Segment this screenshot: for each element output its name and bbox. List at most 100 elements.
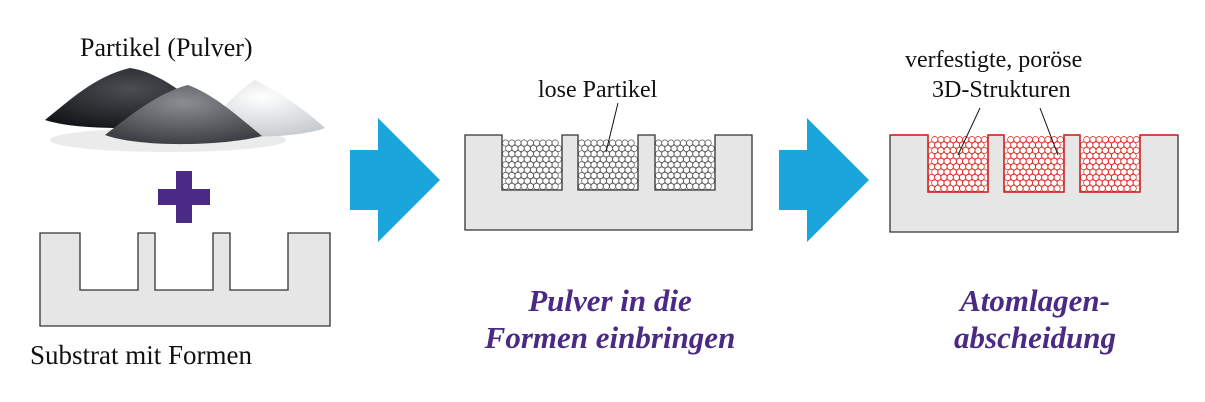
particle	[1126, 136, 1134, 144]
particle	[624, 177, 632, 185]
particle	[545, 139, 553, 147]
particle	[1129, 163, 1137, 171]
right-arrow-icon	[779, 118, 869, 242]
particle	[1101, 179, 1109, 187]
particle	[658, 177, 666, 185]
particle	[624, 155, 632, 163]
particle	[526, 139, 534, 147]
particle	[554, 144, 562, 152]
particle	[683, 177, 690, 185]
particle	[1101, 157, 1109, 165]
particle	[1120, 157, 1128, 165]
particle	[618, 177, 626, 185]
particle	[977, 174, 985, 181]
structures-label-line2: 3D-Strukturen	[932, 77, 1071, 103]
particle	[511, 155, 519, 163]
particle	[587, 177, 595, 185]
particle	[707, 177, 715, 185]
particle	[943, 179, 951, 187]
particle	[956, 179, 963, 187]
step-fill-line1: Pulver in die	[528, 283, 692, 318]
particle	[704, 139, 712, 147]
particle	[523, 177, 531, 185]
particle	[695, 155, 703, 163]
particle	[977, 152, 985, 160]
particle	[578, 139, 586, 147]
particle	[683, 155, 690, 163]
particle	[704, 150, 712, 158]
particle	[692, 139, 700, 147]
particle	[548, 155, 556, 163]
particle	[1108, 179, 1115, 187]
particle	[676, 155, 684, 163]
particle	[1083, 179, 1091, 187]
particle	[707, 144, 715, 152]
substrate-consolidated	[889, 134, 1179, 233]
plus-icon	[158, 171, 210, 223]
particle	[612, 155, 620, 163]
particle	[956, 136, 963, 144]
particle	[1120, 179, 1128, 187]
particle	[621, 139, 629, 147]
particle	[1114, 179, 1122, 187]
particle	[707, 155, 715, 163]
particle	[664, 155, 672, 163]
particle	[1132, 157, 1140, 165]
particle	[1025, 157, 1033, 165]
structures-label-line1: verfestigte, poröse	[905, 47, 1083, 73]
particle	[1013, 179, 1021, 187]
particle	[517, 155, 525, 163]
particle	[536, 177, 544, 185]
particle	[539, 139, 547, 147]
substrate-filled-loose	[464, 134, 753, 231]
particle	[1053, 184, 1061, 192]
particle	[554, 166, 562, 174]
particle	[949, 136, 957, 144]
particle	[943, 157, 951, 165]
particle	[974, 157, 982, 165]
particle	[679, 139, 687, 147]
particle	[1025, 179, 1033, 187]
particle	[1095, 136, 1103, 144]
particle	[630, 155, 638, 163]
step-ald-line1: Atomlagen-	[960, 283, 1110, 318]
particle	[1132, 168, 1140, 176]
particle	[1019, 136, 1027, 144]
particle	[977, 141, 985, 149]
ald-coating-outline	[890, 134, 1178, 193]
step-fill-line2: Formen einbringen	[484, 320, 736, 356]
particle	[655, 139, 663, 147]
particle	[1129, 141, 1137, 149]
particle	[536, 155, 544, 163]
particle	[593, 177, 601, 185]
particle	[1053, 163, 1061, 171]
particle	[1132, 136, 1140, 144]
particle	[1095, 157, 1103, 165]
particle	[505, 177, 513, 185]
particle	[686, 139, 694, 147]
particle	[584, 139, 592, 147]
particle	[1108, 136, 1115, 144]
right-arrow-icon	[350, 118, 440, 242]
particle	[1132, 179, 1140, 187]
particle	[980, 157, 988, 165]
particle	[1114, 136, 1122, 144]
particle	[962, 157, 970, 165]
particle	[670, 177, 678, 185]
particle	[606, 177, 613, 185]
leader-line	[605, 102, 619, 153]
leader-line	[957, 107, 981, 156]
particle	[949, 179, 957, 187]
particle	[1019, 179, 1027, 187]
particle	[551, 139, 559, 147]
particle	[551, 161, 559, 169]
particle	[1038, 136, 1046, 144]
particle	[514, 139, 522, 147]
particle	[581, 177, 589, 185]
particle	[587, 155, 595, 163]
particle	[980, 179, 988, 187]
particle	[937, 179, 945, 187]
particle	[590, 139, 598, 147]
particle	[581, 155, 589, 163]
